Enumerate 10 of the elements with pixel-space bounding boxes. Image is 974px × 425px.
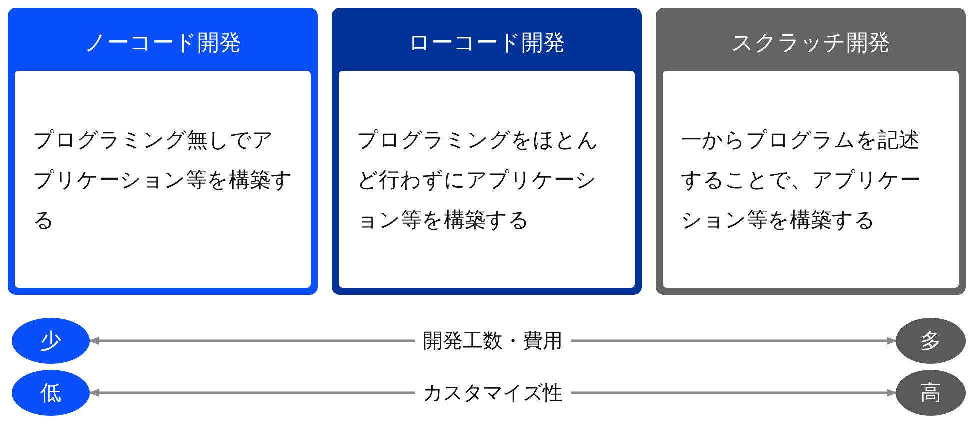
category-card (656, 8, 966, 295)
level-oval: 低 (12, 370, 90, 416)
card-description: 一からプログラムを記述することで、アプリケーション等を構築する (681, 126, 922, 234)
category-card (332, 8, 642, 295)
category-card (8, 8, 318, 295)
level-oval: 少 (12, 318, 90, 364)
card-description: プログラミング無しでアプリケーション等を構築する (33, 126, 293, 234)
card-description: プログラミングをほとんど行わずにアプリケーション等を構築する (357, 126, 600, 234)
level-oval: 高 (896, 370, 966, 416)
level-oval: 多 (896, 318, 966, 364)
